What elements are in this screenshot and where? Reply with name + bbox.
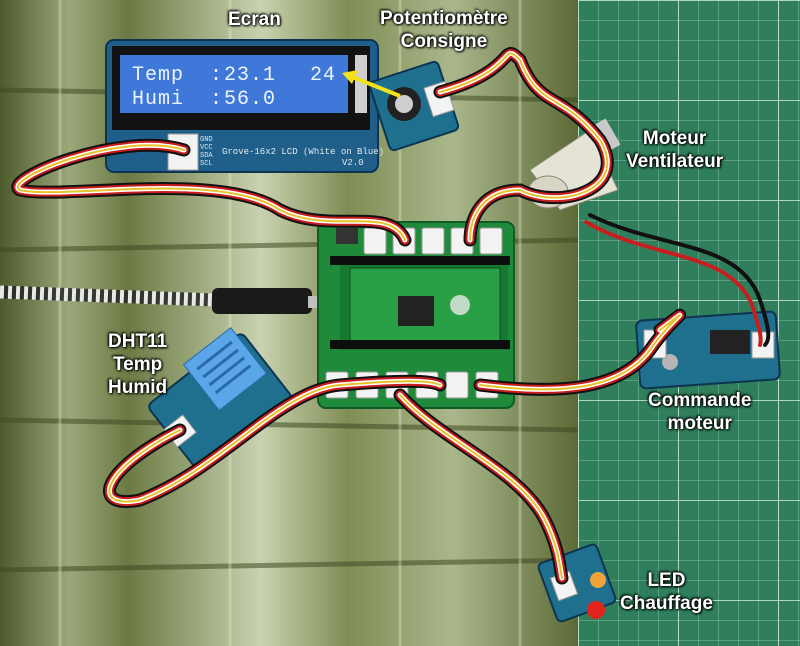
pico-base-board: [317, 221, 515, 409]
lcd-pin-sda: SDA: [200, 152, 213, 160]
lcd-pin-vcc: VCC: [200, 144, 213, 152]
usb-plug: [212, 288, 312, 314]
label-ecran-text: Ecran: [228, 9, 281, 30]
grove-cables: [11, 47, 771, 585]
label-ecran: Ecran: [228, 8, 281, 31]
lcd-line1-label: Temp :: [132, 64, 224, 87]
label-moteur: Moteur Ventilateur: [626, 127, 723, 173]
label-dht11-line3: Humid: [108, 377, 168, 398]
label-moteur-line1: Moteur: [642, 128, 707, 149]
label-potentiometre-line1: Potentiomètre: [380, 8, 508, 29]
label-led: LED Chauffage: [620, 569, 713, 615]
label-dht11-line2: Temp: [112, 354, 163, 375]
usb-cable: [0, 285, 216, 307]
label-commande-line1: Commande: [648, 390, 752, 411]
lcd-pin-labels: GND VCC SDA SCL: [200, 136, 213, 168]
label-dht11-line1: DHT11: [108, 331, 168, 352]
lcd-pin-scl: SCL: [200, 160, 213, 168]
lcd-setpoint-value: 24: [310, 64, 337, 87]
lcd-line2-label: Humi :: [132, 88, 224, 111]
lcd-version: V2.0: [342, 158, 364, 168]
label-led-line1: LED: [647, 570, 686, 591]
lcd-module: [105, 39, 379, 173]
label-commande: Commande moteur: [648, 389, 751, 435]
bamboo-nodes: [0, 87, 581, 573]
label-potentiometre: Potentiomètre Consigne: [380, 7, 508, 53]
lcd-humidity-value: 56.0: [224, 88, 277, 111]
lcd-pin-gnd: GND: [200, 136, 213, 144]
label-led-line2: Chauffage: [620, 593, 713, 614]
lcd-board-text: Grove-16x2 LCD (White on Blue): [222, 147, 385, 157]
label-moteur-line2: Ventilateur: [626, 151, 724, 172]
label-dht11: DHT11 Temp Humid: [108, 330, 167, 399]
label-potentiometre-line2: Consigne: [400, 31, 488, 52]
lcd-display: Temp : 23.1 24 Humi : 56.0: [120, 60, 346, 112]
label-commande-line2: moteur: [667, 413, 732, 434]
lcd-backlight: [120, 55, 348, 113]
setpoint-arrow: [342, 70, 401, 98]
lcd-temperature-value: 23.1: [224, 64, 277, 87]
